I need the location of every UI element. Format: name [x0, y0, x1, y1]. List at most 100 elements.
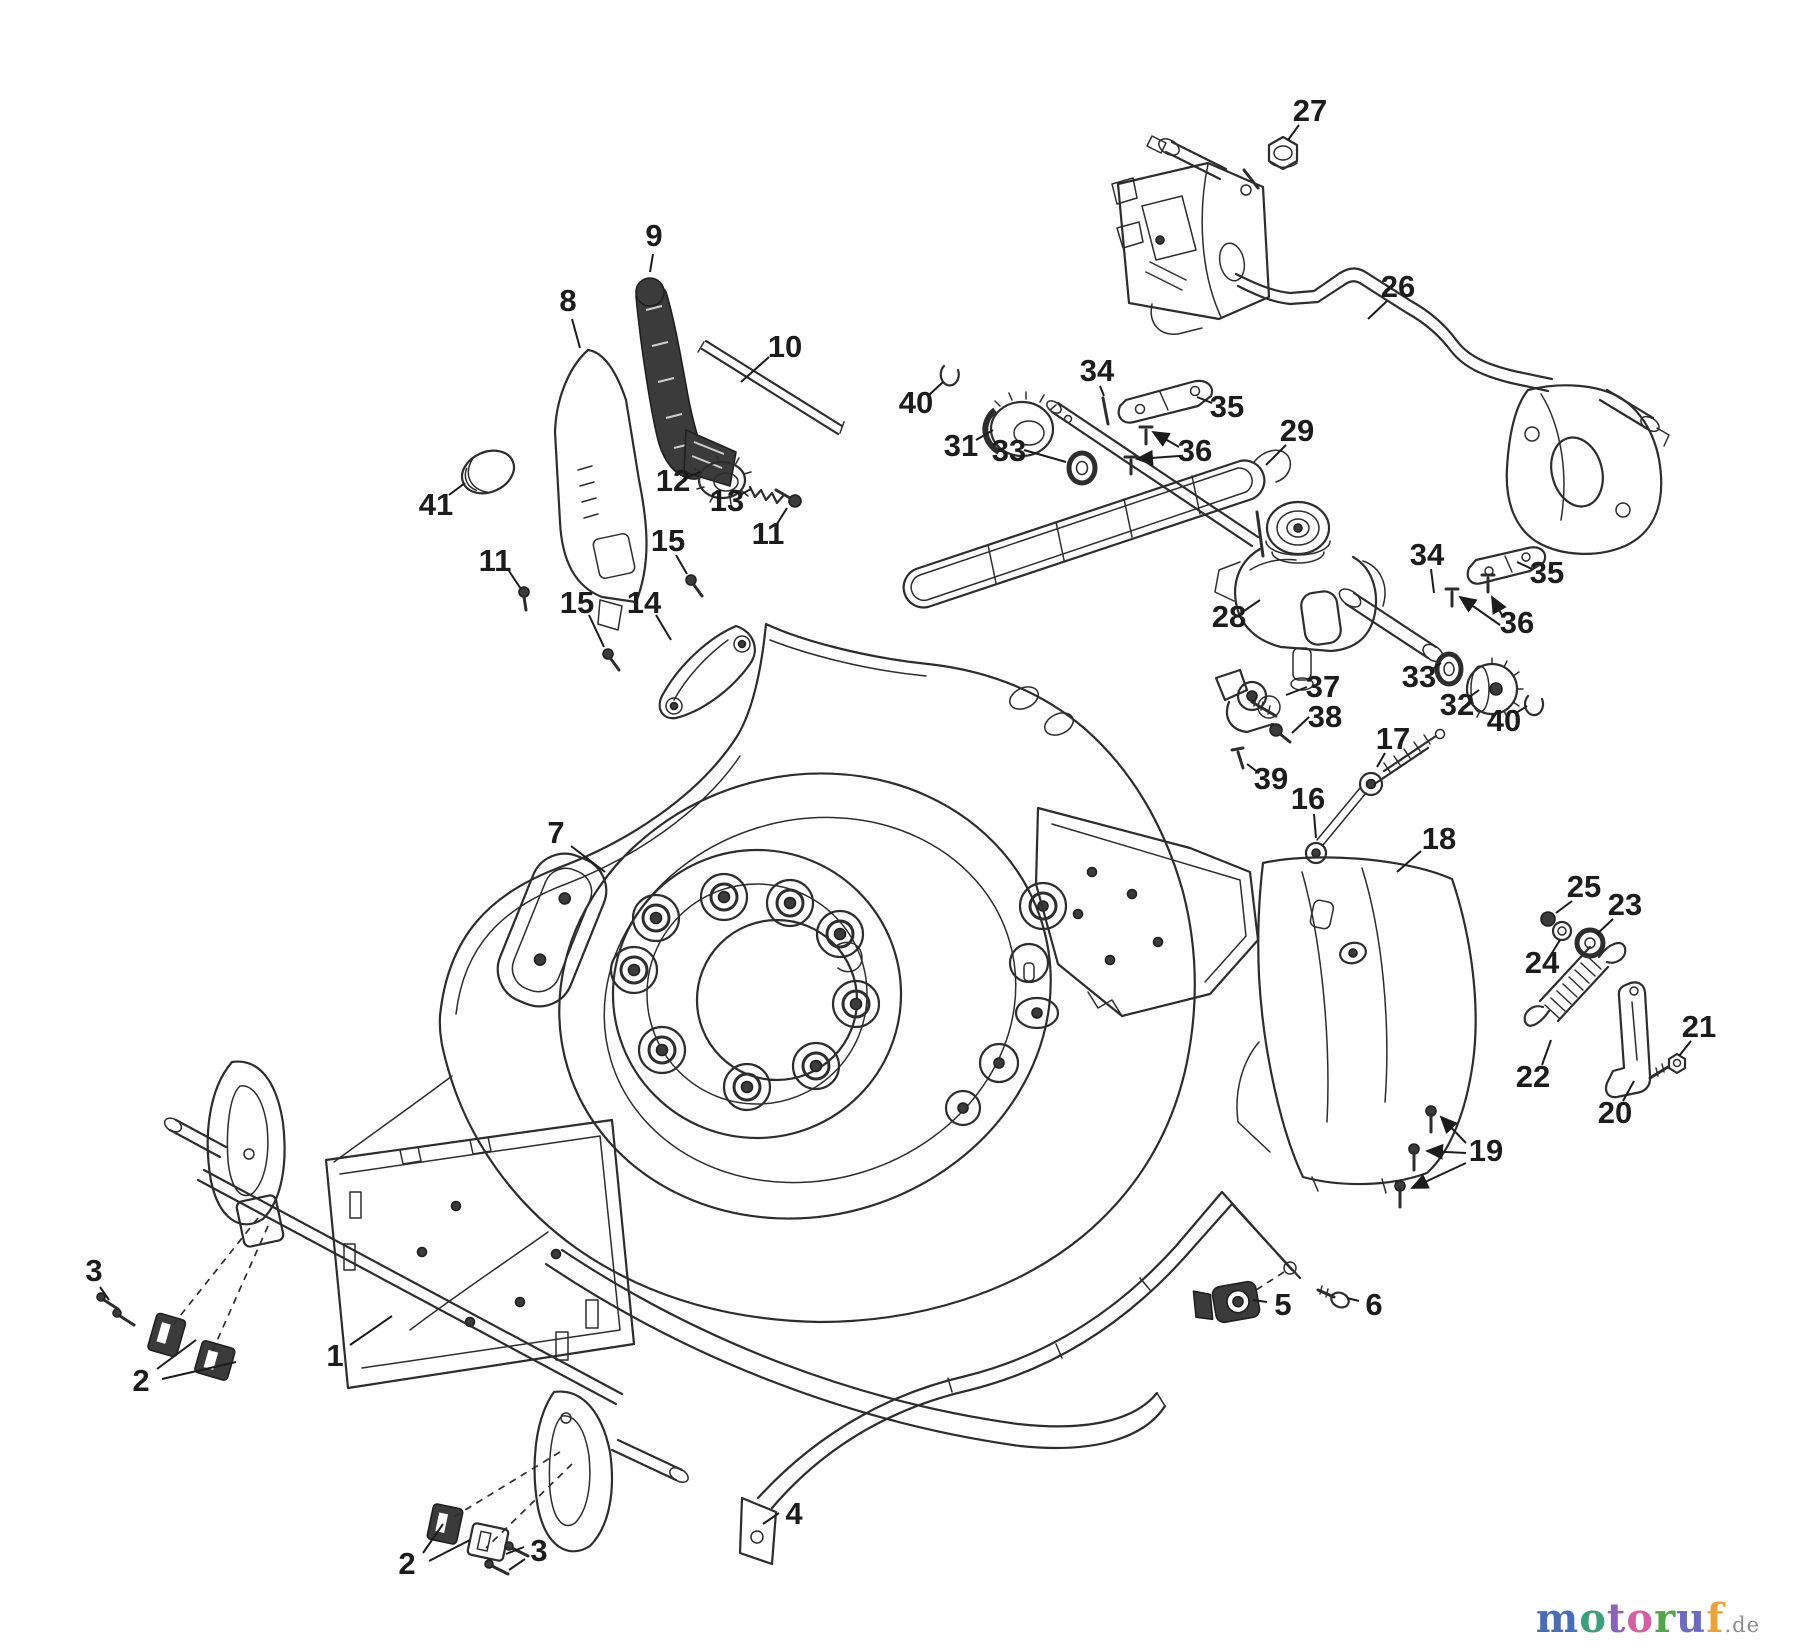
- part-label-6-7: 6: [1365, 1287, 1382, 1322]
- watermark-letter: r: [1654, 1595, 1677, 1642]
- deck-rear-plate: [1034, 806, 1260, 1018]
- leader-line-part-24: [1551, 939, 1561, 954]
- leader-line-part-10: [740, 356, 770, 383]
- leader-line-part-25: [1555, 900, 1573, 914]
- watermark-letter: u: [1676, 1595, 1707, 1642]
- leader-line-part-2: [422, 1523, 444, 1554]
- part-label-39-45: 39: [1254, 761, 1288, 796]
- part-label-15-17: 15: [651, 523, 685, 558]
- strap-right-drawing: [1466, 546, 1547, 585]
- leader-line-part-37: [1285, 686, 1308, 696]
- leader-line-part-18: [1396, 850, 1422, 873]
- part-label-21-24: 21: [1682, 1009, 1716, 1044]
- leader-line-part-28: [1243, 599, 1261, 612]
- leader-line-part-36: [1491, 595, 1507, 618]
- part-label-27-30: 27: [1293, 93, 1327, 128]
- bracket-screw-drawing: [1230, 746, 1245, 770]
- leader-line-part-2: [428, 1539, 471, 1562]
- drive-belt-drawing: [902, 449, 1292, 609]
- leader-line-part-23: [1596, 918, 1614, 935]
- rod-bracket-drawing: [1505, 384, 1670, 555]
- watermark-word: motoruf: [1536, 1595, 1725, 1642]
- leader-line-part-17: [1376, 752, 1386, 768]
- part-label-17-20: 17: [1376, 721, 1410, 756]
- part-label-12-14: 12: [656, 463, 690, 498]
- strap-screws-left-drawing: [1123, 425, 1154, 476]
- leader-line-part-9: [649, 253, 654, 273]
- strap-screws-right-drawing: [1444, 573, 1496, 608]
- lever-knob-drawing: [460, 449, 516, 495]
- leader-line-part-33: [1023, 449, 1067, 463]
- height-lever-cover-drawing: [553, 348, 648, 631]
- leader-line-part-39: [1246, 763, 1260, 774]
- leader-line-part-35: [1516, 561, 1533, 570]
- part-label-3-2: 3: [85, 1253, 102, 1288]
- output-shaft-drawing: [1338, 588, 1444, 663]
- part-label-14-16: 14: [627, 585, 662, 620]
- part-label-33-35: 33: [992, 433, 1026, 468]
- leader-line-part-15: [675, 554, 688, 575]
- part-label-29-32: 29: [1280, 413, 1314, 448]
- strap-left-drawing: [1117, 379, 1214, 424]
- part-label-5-6: 5: [1274, 1287, 1291, 1322]
- part-label-7-8: 7: [547, 815, 564, 850]
- part-label-3-4: 3: [530, 1533, 547, 1568]
- axle-screws-left: [96, 1292, 136, 1327]
- watermark-letter: m: [1535, 1595, 1580, 1642]
- watermark-suffix: .de: [1724, 1613, 1760, 1637]
- part-label-38-44: 38: [1308, 699, 1342, 734]
- leader-line-part-36: [1135, 449, 1180, 466]
- deck-left-pad: [496, 852, 608, 1008]
- part-label-9-10: 9: [645, 218, 662, 253]
- leader-line-part-40: [1515, 705, 1528, 714]
- part-label-10-11: 10: [768, 329, 802, 364]
- part-label-2-3: 2: [398, 1546, 415, 1581]
- engine-mount-assembly-drawing: [1111, 135, 1271, 335]
- leader-line-part-12: [687, 471, 701, 478]
- part-label-23-26: 23: [1608, 887, 1642, 922]
- deck-housing-drawing: [324, 622, 1260, 1450]
- part-label-13-15: 13: [710, 483, 744, 518]
- leader-line-part-35: [1196, 396, 1213, 404]
- leader-line-part-33: [1429, 662, 1442, 672]
- part-label-28-31: 28: [1212, 599, 1246, 634]
- leader-line-part-26: [1367, 300, 1388, 320]
- bearing-right-drawing: [1434, 651, 1464, 687]
- leader-line-part-5: [1252, 1299, 1268, 1303]
- part-label-40-46: 40: [899, 385, 933, 420]
- rear-guide-bar-drawing: [738, 1190, 1302, 1566]
- part-label-36-42: 36: [1500, 605, 1534, 640]
- part-label-41-48: 41: [419, 487, 453, 522]
- axle-screws-right: [484, 1541, 530, 1576]
- lever-screw-right-drawing: [774, 488, 802, 508]
- watermark-letter: f: [1706, 1595, 1725, 1642]
- part-label-34-37: 34: [1080, 353, 1115, 388]
- handle-latch-drawing: [1192, 1280, 1261, 1324]
- part-label-11-12: 11: [479, 543, 512, 578]
- leader-line-part-38: [1291, 716, 1310, 734]
- part-label-36-41: 36: [1178, 433, 1212, 468]
- leader-line-part-41: [448, 482, 466, 496]
- leader-line-part-7: [570, 845, 606, 873]
- deck-front-plate: [324, 1118, 636, 1390]
- leader-line-part-19: [1439, 1115, 1467, 1144]
- leader-line-part-8: [571, 318, 581, 349]
- leader-line-part-3: [505, 1546, 525, 1555]
- snap-ring-left-drawing: [939, 364, 960, 387]
- watermark-letter: o: [1579, 1595, 1607, 1642]
- part-label-1-0: 1: [326, 1338, 343, 1373]
- bearing-left-drawing: [1066, 450, 1098, 486]
- part-label-8-9: 8: [559, 283, 576, 318]
- part-label-35-39: 35: [1210, 389, 1244, 424]
- leader-line-part-3: [508, 1558, 526, 1571]
- leader-line-part-15: [588, 614, 605, 648]
- deck-bolt-bosses: [609, 872, 881, 1112]
- drive-shaft-drawing: [1046, 396, 1265, 558]
- part-label-15-18: 15: [560, 585, 594, 620]
- flanged-nut-drawing: [1574, 927, 1606, 959]
- part-label-4-5: 4: [785, 1496, 803, 1531]
- gearbox-drawing: [1214, 500, 1386, 691]
- part-label-35-40: 35: [1530, 555, 1564, 590]
